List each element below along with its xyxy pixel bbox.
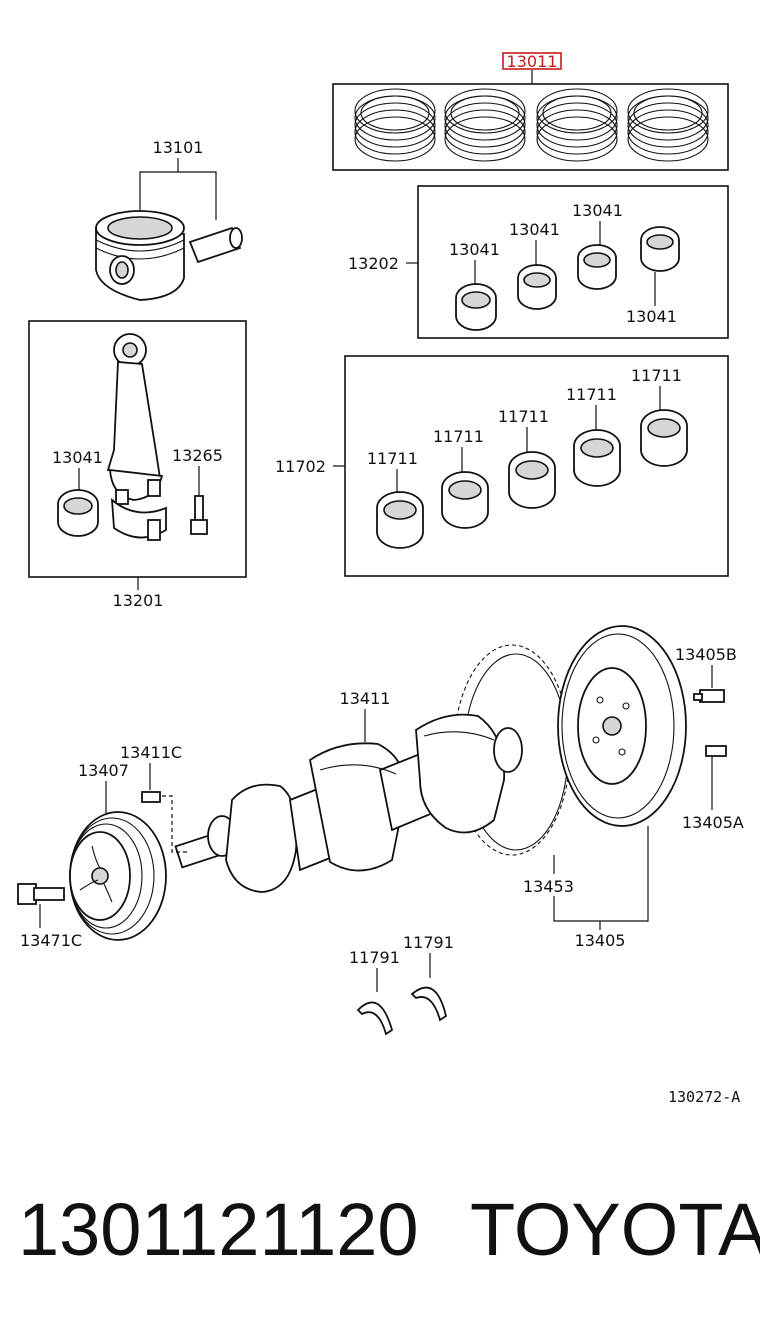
label-piston-ring-set: 13011 — [507, 52, 558, 71]
piston-ring-set[interactable]: 13011 — [332, 52, 729, 171]
crankshaft[interactable]: 13411 — [174, 689, 523, 893]
piston[interactable]: 13101 — [95, 138, 243, 301]
label-rod-bearing-a: 13041 — [449, 240, 500, 259]
label-main-bearing-2: 11711 — [433, 427, 484, 446]
footer-brand: TOYOTA — [470, 1188, 760, 1271]
label-pulley-key: 13411C — [120, 743, 182, 762]
label-conrod-bearing: 13041 — [52, 448, 103, 467]
label-thrust-washer-right: 11791 — [403, 933, 454, 952]
label-rod-bearing-c: 13041 — [572, 201, 623, 220]
label-flywheel-bolt: 13405B — [675, 645, 737, 664]
rod-bearing-box — [417, 185, 729, 339]
label-flywheel: 13405 — [575, 931, 626, 950]
flywheel-assy[interactable]: 13405B 13405A 13453 13405 — [453, 625, 744, 950]
connecting-rod-assy[interactable]: 13041 13265 13201 — [28, 320, 247, 610]
label-main-bearing-box: 11702 — [275, 457, 326, 476]
main-bearing-set[interactable]: 11702 11711 11711 11711 11711 11711 — [275, 355, 729, 577]
label-thrust-washer-left: 11791 — [349, 948, 400, 967]
conrod-bolt-shape — [190, 495, 208, 535]
flywheel-bolt-shape — [693, 689, 725, 703]
label-flywheel-pin: 13405A — [682, 813, 744, 832]
label-conrod-bolt: 13265 — [172, 446, 223, 465]
label-rod-bearing-box: 13202 — [348, 254, 399, 273]
thrust-washers[interactable]: 11791 11791 — [349, 933, 454, 1036]
ring-set-box — [332, 83, 729, 171]
crankshaft-pulley[interactable]: 13407 — [69, 761, 167, 941]
flywheel — [557, 625, 687, 827]
label-conrod-assy: 13201 — [113, 591, 164, 610]
rod-bearing-set[interactable]: 13202 13041 13041 13041 13041 — [348, 185, 729, 339]
label-ring-gear: 13453 — [523, 877, 574, 896]
ring-group — [354, 88, 709, 162]
footer-part-number: 1301121120 — [18, 1188, 419, 1271]
highlight-box — [502, 52, 562, 70]
label-piston: 13101 — [153, 138, 204, 157]
label-main-bearing-4: 11711 — [566, 385, 617, 404]
pulley-key[interactable]: 13411C — [120, 743, 190, 853]
label-main-bearing-1: 11711 — [367, 449, 418, 468]
piston-pin — [188, 226, 243, 264]
label-main-bearing-3: 11711 — [498, 407, 549, 426]
flywheel-pin-shape — [705, 745, 727, 757]
label-rod-bearing-d: 13041 — [626, 307, 677, 326]
label-crankshaft: 13411 — [340, 689, 391, 708]
crankshaft-shape — [174, 713, 523, 893]
label-main-bearing-5: 11711 — [631, 366, 682, 385]
pulley-bolt-shape — [17, 883, 65, 905]
pulley-shape — [69, 811, 167, 941]
label-rod-bearing-b: 13041 — [509, 220, 560, 239]
label-pulley: 13407 — [78, 761, 129, 780]
pulley-bolt[interactable]: 13471C — [17, 883, 82, 950]
label-pulley-bolt: 13471C — [20, 931, 82, 950]
connecting-rod — [106, 333, 167, 541]
diagram-reference-code: 130272-A — [668, 1088, 740, 1106]
